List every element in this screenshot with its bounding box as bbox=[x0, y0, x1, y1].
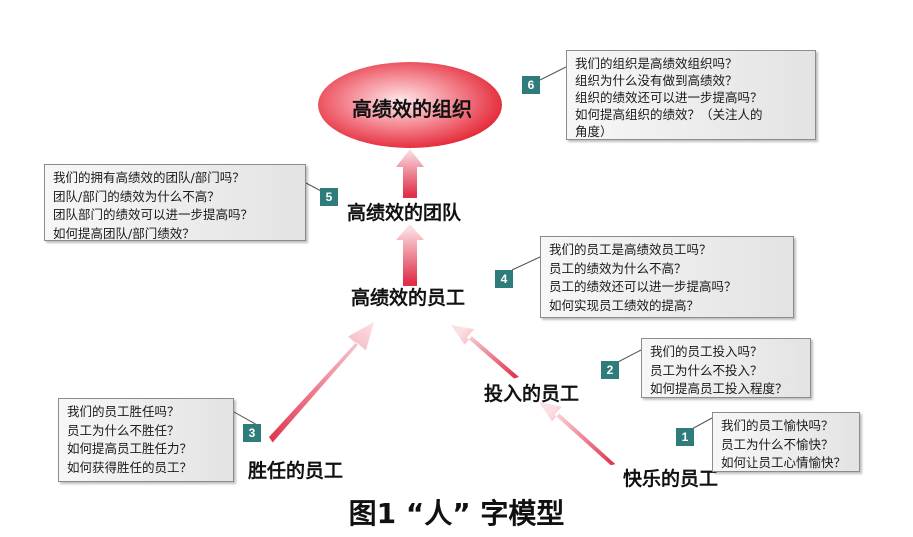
badge-2: 2 bbox=[601, 361, 619, 379]
badge-5: 5 bbox=[320, 188, 338, 206]
badge-3: 3 bbox=[243, 424, 261, 442]
node-invested-employee: 投入的员工 bbox=[484, 383, 580, 405]
node-high-performance-org: 高绩效的组织 bbox=[352, 97, 472, 121]
node-high-performance-employee: 高绩效的员工 bbox=[351, 287, 466, 309]
node-high-performance-team: 高绩效的团队 bbox=[347, 202, 462, 224]
question-line: 员工的绩效还可以进一步提高吗？ bbox=[549, 279, 737, 294]
question-line: 我们的组织是高绩效组织吗？ bbox=[575, 56, 738, 71]
question-box-1: 我们的员工愉快吗？ 员工为什么不愉快？ 如何让员工心情愉快？ bbox=[712, 412, 860, 472]
figure-caption: 图1 “人” 字模型 bbox=[348, 497, 565, 530]
question-box-5: 我们的拥有高绩效的团队/部门吗？ 团队/部门的绩效为什么不高？ 团队部门的绩效可… bbox=[44, 164, 306, 241]
question-line: 员工为什么不愉快？ bbox=[721, 436, 834, 452]
question-line: 员工为什么不胜任？ bbox=[67, 422, 180, 438]
question-line: 如何提高员工胜任力？ bbox=[67, 441, 193, 456]
question-line: 员工的绩效为什么不高？ bbox=[549, 260, 687, 276]
leader-line-2 bbox=[617, 349, 642, 363]
question-line: 如何提高员工投入程度？ bbox=[650, 381, 788, 396]
arrow-competent-to-employee bbox=[269, 322, 374, 443]
leader-line-3 bbox=[233, 411, 260, 427]
question-line: 团队部门的绩效可以进一步提高吗？ bbox=[53, 207, 254, 222]
question-box-2: 我们的员工投入吗？ 员工为什么不投入？ 如何提高员工投入程度？ bbox=[641, 338, 811, 398]
question-line: 如何获得胜任的员工？ bbox=[67, 459, 193, 475]
question-line: 如何提高团队/部门绩效？ bbox=[53, 225, 195, 241]
question-line: 如何实现员工绩效的提高？ bbox=[549, 297, 700, 313]
question-line: 我们的拥有高绩效的团队/部门吗？ bbox=[53, 170, 245, 185]
node-competent-employee: 胜任的员工 bbox=[248, 460, 344, 482]
question-box-6: 我们的组织是高绩效组织吗？ 组织为什么没有做到高绩效？ 组织的绩效还可以进一步提… bbox=[566, 50, 816, 140]
arrow-team-to-org bbox=[396, 149, 424, 198]
node-happy-employee: 快乐的员工 bbox=[623, 468, 719, 490]
leader-line-4 bbox=[511, 256, 541, 271]
arrow-invest-to-employee bbox=[451, 325, 519, 379]
leader-line-6 bbox=[539, 66, 567, 81]
arrow-employee-to-team bbox=[396, 224, 424, 286]
question-line: 我们的员工投入吗？ bbox=[650, 344, 763, 359]
question-line: 员工为什么不投入？ bbox=[650, 362, 763, 378]
question-line: 组织为什么没有做到高绩效？ bbox=[575, 73, 738, 88]
question-line: 如何提高组织的绩效？（关注人的 bbox=[575, 107, 763, 122]
org-ellipse bbox=[318, 62, 502, 148]
question-line: 如何让员工心情愉快？ bbox=[721, 455, 847, 470]
question-line: 角度） bbox=[575, 124, 613, 139]
badge-1: 1 bbox=[676, 428, 694, 446]
question-line: 我们的员工胜任吗？ bbox=[67, 404, 180, 419]
question-line: 我们的员工愉快吗？ bbox=[721, 418, 834, 433]
question-line: 团队/部门的绩效为什么不高？ bbox=[53, 188, 220, 204]
question-line: 我们的员工是高绩效员工吗？ bbox=[549, 242, 712, 257]
question-box-3: 我们的员工胜任吗？ 员工为什么不胜任？ 如何提高员工胜任力？ 如何获得胜任的员工… bbox=[58, 398, 234, 482]
question-line: 组织的绩效还可以进一步提高吗？ bbox=[575, 90, 763, 105]
arrow-happy-to-invest bbox=[539, 402, 616, 466]
badge-6: 6 bbox=[522, 76, 540, 94]
question-box-4: 我们的员工是高绩效员工吗？ 员工的绩效为什么不高？ 员工的绩效还可以进一步提高吗… bbox=[540, 236, 794, 318]
badge-4: 4 bbox=[495, 270, 513, 288]
